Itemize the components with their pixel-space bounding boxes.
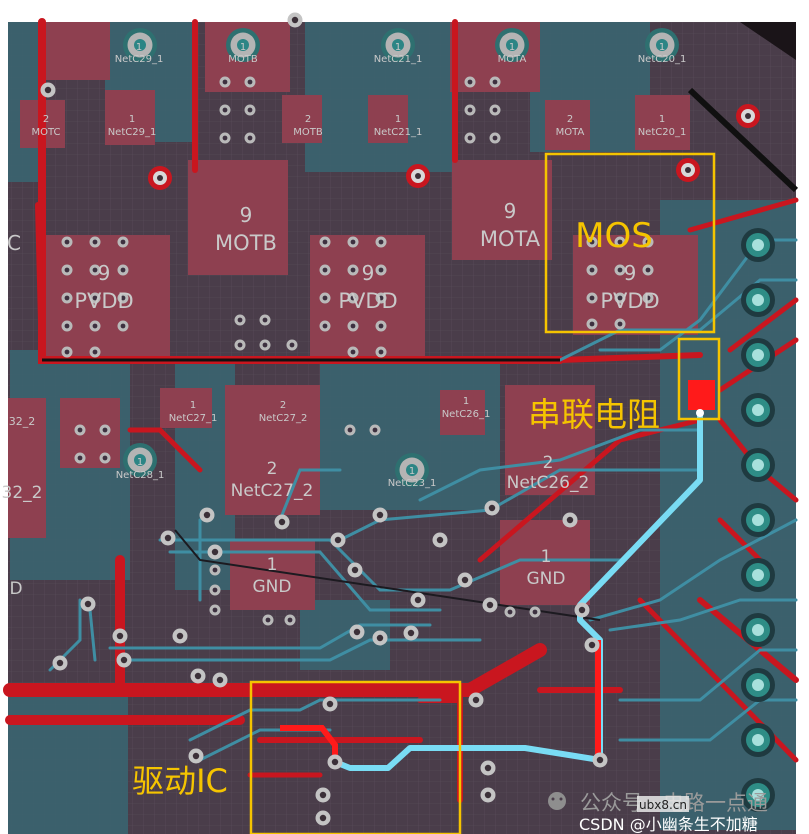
label-netc20-top: NetC20_1 (638, 54, 687, 65)
label-netc27-2-small: NetC27_2 (259, 413, 308, 424)
annotation-series-resistor: 串联电阻 (528, 395, 660, 434)
label-netc27-1: NetC27_1 (169, 413, 218, 424)
svg-text:1: 1 (659, 114, 665, 125)
label-netc20-pin: 1 (659, 42, 665, 53)
svg-text:1: 1 (190, 400, 196, 411)
label-netc29-b: NetC29_1 (108, 127, 157, 138)
label-netc26-1: NetC26_1 (442, 409, 491, 420)
watermark-csdn: CSDN @小幽条生不加糖 (579, 815, 758, 834)
label-motb-b: MOTB (293, 127, 323, 138)
label-netc21-b: NetC21_1 (374, 127, 423, 138)
annotation-driver-ic: 驱动IC (132, 762, 228, 800)
svg-text:2: 2 (567, 114, 573, 125)
svg-text:2: 2 (267, 459, 278, 479)
label-pvdd-1: PVDD (74, 289, 133, 313)
board-edge-black (720, 22, 796, 60)
watermark: 公众号 · 电路一点通 ubx8.cn CSDN @小幽条生不加糖 (548, 791, 768, 834)
svg-text:1: 1 (395, 114, 401, 125)
label-motc: MOTC (31, 127, 60, 138)
label-edge-c: C (7, 231, 21, 255)
silkscreen-labels: 1 NetC29_1 1 MOTB 1 NetC21_1 1 MOTA 1 Ne… (2, 42, 687, 599)
svg-text:1: 1 (541, 547, 552, 567)
label-mota-big: MOTA (480, 227, 541, 251)
series-resistor-pad (688, 380, 715, 410)
mos-highlight-box (544, 152, 716, 334)
svg-text:1: 1 (267, 555, 278, 575)
label-netc21-pin: 1 (395, 42, 401, 53)
label-pvdd-2: PVDD (338, 289, 397, 313)
watermark-site: ubx8.cn (639, 798, 687, 812)
label-netc23: NetC23_1 (388, 478, 437, 489)
svg-text:9: 9 (240, 203, 253, 227)
label-mota-top: MOTA (498, 54, 527, 65)
svg-text:2: 2 (543, 453, 554, 473)
svg-text:1: 1 (129, 114, 135, 125)
svg-text:2: 2 (43, 114, 49, 125)
svg-text:2: 2 (280, 400, 286, 411)
label-gnd-2: GND (527, 569, 566, 589)
label-edge-d: D (9, 579, 22, 599)
svg-text:9: 9 (504, 199, 517, 223)
label-32-2: 32_2 (2, 483, 43, 503)
label-netc27-2: NetC27_2 (231, 481, 314, 501)
svg-text:9: 9 (98, 261, 111, 285)
label-mota-pin: 1 (509, 42, 515, 53)
svg-text:1: 1 (137, 457, 143, 468)
svg-text:1: 1 (463, 396, 469, 407)
label-netc29-pin: 1 (136, 42, 142, 53)
label-motb-pin: 1 (240, 42, 246, 53)
label-netc32-2: 32_2 (9, 415, 36, 428)
svg-text:1: 1 (409, 466, 415, 477)
label-netc26-2: NetC26_2 (507, 473, 590, 493)
series-resistor-highlight-box (677, 337, 721, 421)
label-netc29-top: NetC29_1 (115, 54, 164, 65)
label-netc21-top: NetC21_1 (374, 54, 423, 65)
annotation-mos: MOS (575, 216, 653, 256)
label-gnd-1: GND (253, 577, 292, 597)
label-mota-b: MOTA (556, 127, 585, 138)
wechat-icon (548, 792, 566, 810)
label-pvdd-3: PVDD (600, 289, 659, 313)
label-motb-top: MOTB (228, 54, 258, 65)
driver-ic-highlight-box (249, 680, 462, 834)
svg-text:2: 2 (305, 114, 311, 125)
svg-text:9: 9 (362, 261, 375, 285)
label-netc28-1: NetC28_1 (116, 470, 165, 481)
svg-text:9: 9 (624, 261, 637, 285)
label-netc20-b: NetC20_1 (638, 127, 687, 138)
label-motb-big: MOTB (215, 231, 277, 255)
